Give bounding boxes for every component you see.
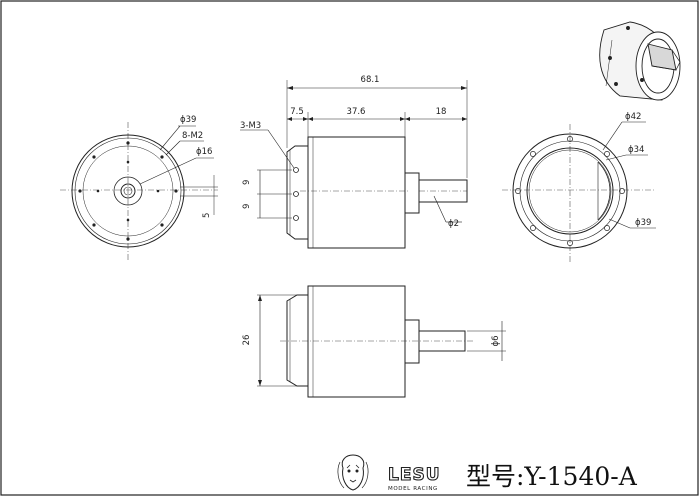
thread-holes-label: 3-M3 xyxy=(240,121,261,131)
rear-view xyxy=(502,121,656,262)
front-holes-label: 8-M2 xyxy=(182,131,203,141)
side-view xyxy=(240,80,468,249)
front-view xyxy=(60,122,218,262)
shaft-length-label: 18 xyxy=(436,107,447,117)
front-offset-label: 5 xyxy=(202,213,212,218)
body-length-label: 37.6 xyxy=(347,107,366,117)
rear-od-label: ϕ42 xyxy=(625,112,641,122)
rear-bore-label: ϕ34 xyxy=(628,145,644,155)
shaft-flat-label: ϕ2 xyxy=(448,219,459,229)
flange-length-label: 7.5 xyxy=(290,107,304,117)
front-center-label: ϕ16 xyxy=(196,147,212,157)
shaft-dia-label: ϕ6 xyxy=(491,335,501,346)
overall-length-label: 68.1 xyxy=(361,75,380,85)
brand-logo-text: LESU xyxy=(388,465,441,485)
brand-sub-text: MODEL RACING xyxy=(388,486,438,492)
hole-spacing-a-label: 9 xyxy=(242,180,252,185)
hole-spacing-b-label: 9 xyxy=(242,204,252,209)
front-od-label: ϕ39 xyxy=(180,115,196,125)
iso-view xyxy=(599,21,681,101)
lion-logo-icon xyxy=(337,454,369,491)
height-label: 26 xyxy=(242,335,252,346)
model-number: 型号:Y-1540-A xyxy=(466,462,638,491)
rear-pcd-label: ϕ39 xyxy=(635,218,651,228)
bottom-view xyxy=(257,285,506,398)
